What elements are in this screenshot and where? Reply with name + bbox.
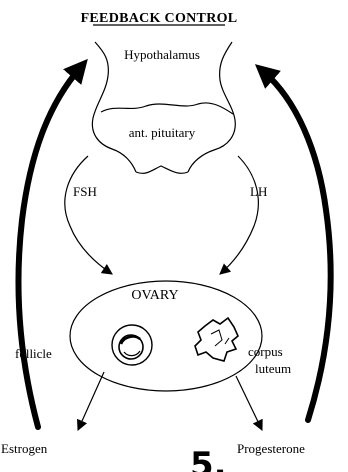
corpus-luteum-icon	[195, 318, 238, 361]
estrogen-arrow	[78, 372, 104, 430]
fsh-label: FSH	[73, 184, 97, 199]
lh-arrow	[220, 156, 258, 274]
hypothalamus-label: Hypothalamus	[124, 47, 200, 62]
diagram-title: FEEDBACK CONTROL	[81, 11, 238, 26]
pituitary-bottom-outline	[136, 166, 188, 173]
hypothalamus-divider	[101, 103, 233, 114]
lh-label: LH	[250, 184, 267, 199]
follicle-icon	[112, 325, 152, 365]
ant-pituitary-label: ant. pituitary	[129, 125, 196, 140]
estrogen-feedback-arrow	[19, 68, 80, 427]
ovary-label: OVARY	[131, 288, 178, 303]
corpus-label-line2: luteum	[255, 361, 291, 376]
bottom-number: 5.	[190, 445, 227, 472]
fsh-arrow	[65, 156, 112, 274]
corpus-label-line1: corpus	[248, 344, 283, 359]
progesterone-label: Progesterone	[237, 441, 305, 456]
progesterone-arrow	[236, 376, 262, 430]
estrogen-label: Estrogen	[1, 441, 48, 456]
